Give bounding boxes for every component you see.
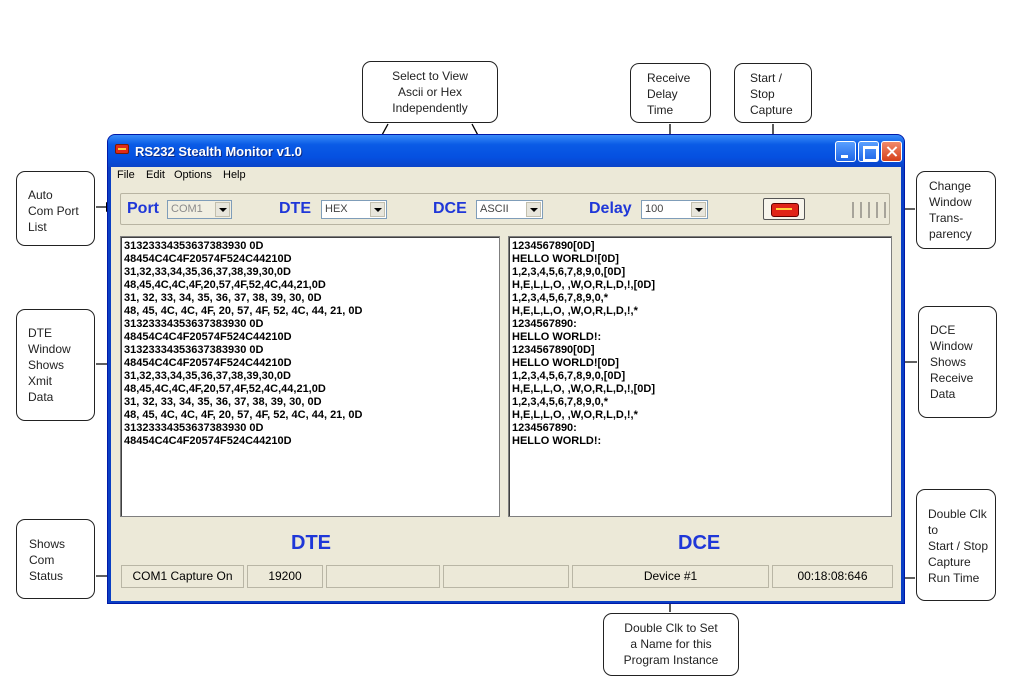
client-area: File Edit Options Help Port COM1 DTE HEX… — [111, 167, 901, 601]
dte-label: DTE — [279, 200, 311, 217]
status-bar: COM1 Capture On 19200 Device #1 00:18:08… — [117, 565, 897, 589]
delay-value: 100 — [645, 203, 664, 215]
dce-format-value: ASCII — [480, 203, 509, 215]
data-line: 31323334353637383930 0D — [124, 318, 264, 330]
data-line: HELLO WORLD![0D] — [512, 253, 619, 265]
menu-bar: File Edit Options Help — [111, 167, 901, 185]
transparency-bar — [876, 202, 878, 218]
callout-auto-port: Auto Com Port List — [16, 171, 95, 246]
data-line: HELLO WORLD!: — [512, 331, 602, 343]
data-line: 48454C4C4F20574F524C44210D — [124, 435, 292, 447]
device-name-cell[interactable]: Device #1 — [572, 565, 769, 588]
data-line: 48, 45, 4C, 4C, 4F, 20, 57, 4F, 52, 4C, … — [124, 409, 363, 421]
data-line: 1,2,3,4,5,6,7,8,9,0,[0D] — [512, 370, 626, 382]
menu-options[interactable]: Options — [174, 169, 212, 181]
run-time-cell[interactable]: 00:18:08:646 — [772, 565, 893, 588]
data-line: 48, 45, 4C, 4C, 4F, 20, 57, 4F, 52, 4C, … — [124, 305, 363, 317]
status-empty-cell — [326, 565, 440, 588]
callout-run-time: Double Clk to Start / Stop Capture Run T… — [916, 489, 996, 601]
baud-rate-cell: 19200 — [247, 565, 323, 588]
data-line: 1234567890: — [512, 318, 577, 330]
data-line: 1,2,3,4,5,6,7,8,9,0,* — [512, 396, 609, 408]
data-line: 1,2,3,4,5,6,7,8,9,0,* — [512, 292, 609, 304]
data-line: 1234567890[0D] — [512, 240, 595, 252]
port-label: Port — [127, 200, 159, 217]
callout-view-select: Select to View Ascii or Hex Independentl… — [362, 61, 498, 123]
chevron-down-icon[interactable] — [526, 202, 541, 217]
data-line: 31, 32, 33, 34, 35, 36, 37, 38, 39, 30, … — [124, 396, 322, 408]
transparency-bar — [868, 202, 870, 218]
app-icon — [115, 144, 129, 154]
status-empty-cell — [443, 565, 569, 588]
chevron-down-icon[interactable] — [215, 202, 230, 217]
data-line: 1,2,3,4,5,6,7,8,9,0,[0D] — [512, 266, 626, 278]
data-line: 31,32,33,34,35,36,37,38,39,30,0D — [124, 370, 291, 382]
chevron-down-icon[interactable] — [370, 202, 385, 217]
close-button[interactable] — [881, 141, 902, 162]
dte-pane-title: DTE — [291, 532, 331, 554]
dce-label: DCE — [433, 200, 467, 217]
com-status-cell[interactable]: COM1 Capture On — [121, 565, 244, 588]
window-title: RS232 Stealth Monitor v1.0 — [135, 144, 302, 159]
menu-file[interactable]: File — [117, 169, 135, 181]
dte-format-select[interactable]: HEX — [321, 200, 387, 219]
port-value: COM1 — [171, 203, 203, 215]
data-line: 48454C4C4F20574F524C44210D — [124, 253, 292, 265]
transparency-bar — [860, 202, 862, 218]
data-line: 48454C4C4F20574F524C44210D — [124, 331, 292, 343]
data-line: H,E,L,L,O, ,W,O,R,L,D,!,* — [512, 409, 638, 421]
callout-device-name: Double Clk to Set a Name for this Progra… — [603, 613, 739, 676]
dce-pane-title: DCE — [678, 532, 721, 554]
callout-dce-window: DCE Window Shows Receive Data — [918, 306, 997, 418]
data-line: 48454C4C4F20574F524C44210D — [124, 357, 292, 369]
maximize-button[interactable] — [858, 141, 879, 162]
delay-label: Delay — [589, 200, 632, 217]
transparency-control[interactable] — [850, 200, 892, 219]
menu-help[interactable]: Help — [223, 169, 246, 181]
data-line: 48,45,4C,4C,4F,20,57,4F,52,4C,44,21,0D — [124, 279, 326, 291]
transparency-bar — [852, 202, 854, 218]
menu-edit[interactable]: Edit — [146, 169, 165, 181]
start-stop-capture-button[interactable] — [763, 198, 805, 220]
data-line: 31, 32, 33, 34, 35, 36, 37, 38, 39, 30, … — [124, 292, 322, 304]
data-line: 31,32,33,34,35,36,37,38,39,30,0D — [124, 266, 291, 278]
delay-select[interactable]: 100 — [641, 200, 708, 219]
dce-data-pane[interactable]: 1234567890[0D]HELLO WORLD![0D]1,2,3,4,5,… — [508, 236, 892, 517]
data-line: H,E,L,L,O, ,W,O,R,L,D,!,[0D] — [512, 279, 655, 291]
dce-format-select[interactable]: ASCII — [476, 200, 543, 219]
toolbar: Port COM1 DTE HEX DCE ASCII Delay 100 — [120, 193, 890, 225]
data-line: 1234567890[0D] — [512, 344, 595, 356]
callout-start-stop: Start / Stop Capture — [734, 63, 812, 123]
chevron-down-icon[interactable] — [691, 202, 706, 217]
data-line: 31323334353637383930 0D — [124, 344, 264, 356]
port-select[interactable]: COM1 — [167, 200, 232, 219]
app-window: RS232 Stealth Monitor v1.0 File Edit Opt… — [107, 134, 905, 604]
callout-transparency: Change Window Trans- parency — [916, 171, 996, 249]
data-line: 48,45,4C,4C,4F,20,57,4F,52,4C,44,21,0D — [124, 383, 326, 395]
minimize-button[interactable] — [835, 141, 856, 162]
callout-receive-delay: Receive Delay Time — [630, 63, 711, 123]
data-line: 1234567890: — [512, 422, 577, 434]
data-line: 31323334353637383930 0D — [124, 240, 264, 252]
data-line: H,E,L,L,O, ,W,O,R,L,D,!,* — [512, 305, 638, 317]
title-bar[interactable]: RS232 Stealth Monitor v1.0 — [108, 135, 904, 167]
data-line: HELLO WORLD!: — [512, 435, 602, 447]
data-line: H,E,L,L,O, ,W,O,R,L,D,!,[0D] — [512, 383, 655, 395]
callout-dte-window: DTE Window Shows Xmit Data — [16, 309, 95, 421]
callout-com-status: Shows Com Status — [16, 519, 95, 599]
data-line: 31323334353637383930 0D — [124, 422, 264, 434]
transparency-bar — [884, 202, 886, 218]
data-line: HELLO WORLD![0D] — [512, 357, 619, 369]
dte-format-value: HEX — [325, 203, 348, 215]
